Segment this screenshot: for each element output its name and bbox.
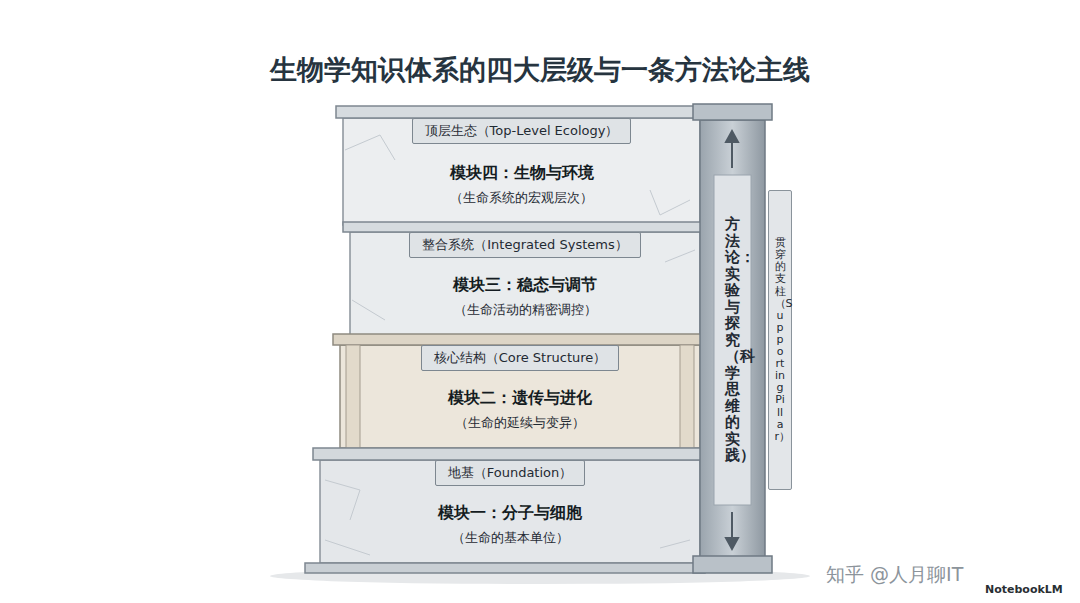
module-title: 模块二：遗传与进化 <box>448 388 592 409</box>
ledge <box>333 334 705 345</box>
tier-block: 核心结构（Core Structure） 模块二：遗传与进化 （生命的延续与变异） <box>360 345 680 448</box>
tier-tab: 地基（Foundation） <box>435 460 586 486</box>
pillar-tab-text: 贯穿的支柱（Supporting Pillar） <box>775 237 786 443</box>
cornice <box>336 106 706 118</box>
tier-block: 顶层生态（Top-Level Ecology） 模块四：生物与环境 （生命系统的宏观… <box>343 118 700 225</box>
base-plinth <box>305 563 705 573</box>
pillar-panel <box>714 175 751 505</box>
pillar-base <box>693 556 772 573</box>
tier-wall <box>343 118 700 225</box>
tier-block: 整合系统（Integrated Systems） 模块三：稳态与调节 （生命活动的精… <box>350 232 700 335</box>
module-title: 模块三：稳态与调节 <box>453 275 597 296</box>
stone-texture <box>325 135 695 555</box>
pillar-capital <box>693 104 772 120</box>
pillar-tab: 贯穿的支柱（Supporting Pillar） <box>768 190 792 490</box>
diagram-title: 生物学知识体系的四大层级与一条方法论主线 <box>0 52 1080 88</box>
tier-tab: 整合系统（Integrated Systems） <box>409 232 640 258</box>
watermark: 知乎 @人月聊IT <box>826 562 963 588</box>
ledge <box>313 448 705 460</box>
tier-wall <box>350 232 700 335</box>
column <box>346 345 360 448</box>
tier-wall <box>340 345 700 448</box>
tier-tab: 顶层生态（Top-Level Ecology） <box>412 118 632 144</box>
ledge <box>343 222 705 232</box>
tier-tab: 核心结构（Core Structure） <box>421 345 620 371</box>
module-subtitle: （生命的延续与变异） <box>455 414 585 432</box>
tier-wall <box>320 460 700 563</box>
module-title: 模块四：生物与环境 <box>450 163 594 184</box>
column <box>680 345 694 448</box>
module-subtitle: （生命系统的宏观层次） <box>450 189 593 207</box>
pillar-column: 方法论：实验与探究（科学思维的实践） <box>714 175 751 505</box>
module-title: 模块一：分子与细胞 <box>438 503 582 524</box>
module-subtitle: （生命的基本单位） <box>452 529 569 547</box>
pillar-text: 方法论：实验与探究（科学思维的实践） <box>725 216 740 464</box>
pillar-shaft <box>700 120 765 558</box>
module-subtitle: （生命活动的精密调控） <box>454 301 597 319</box>
brand-label: NotebookLM <box>985 583 1063 596</box>
tier-block: 地基（Foundation） 模块一：分子与细胞 （生命的基本单位） <box>320 460 700 563</box>
